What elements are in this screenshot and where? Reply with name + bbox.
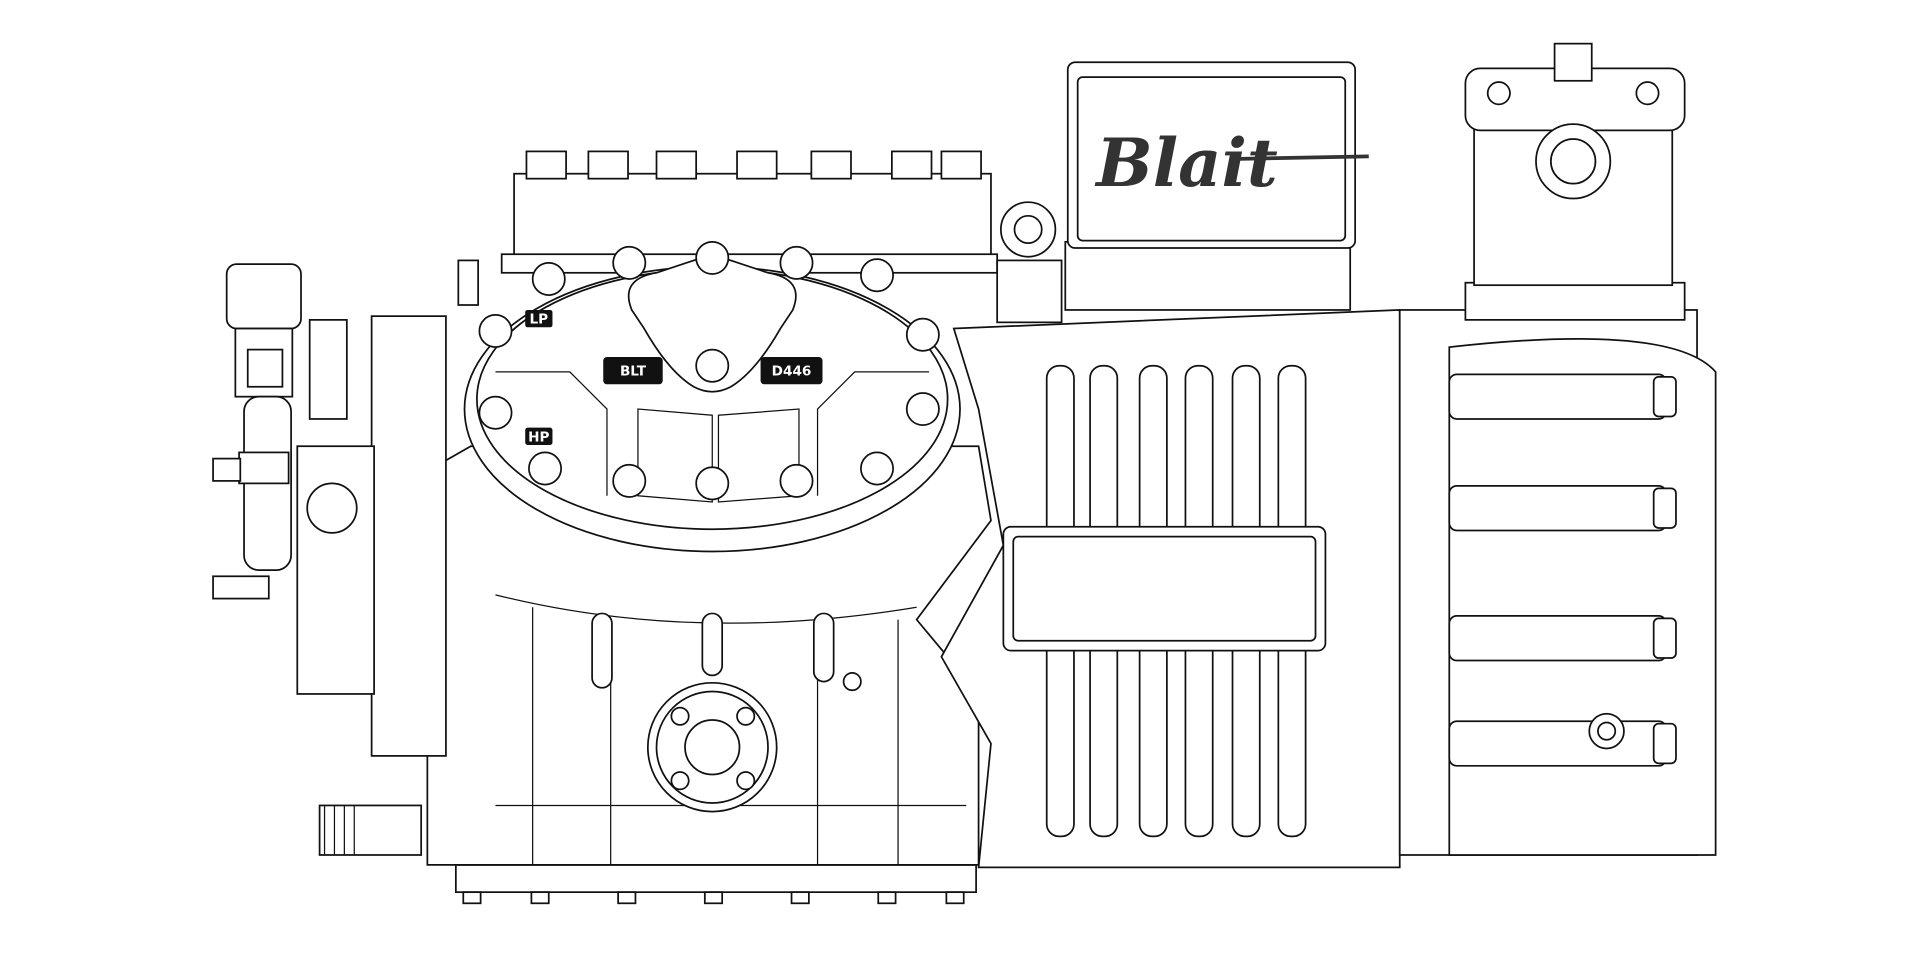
head-bolt (695, 240, 730, 275)
plate-d446-text: D446 (772, 364, 812, 380)
plate-blt: BLT (603, 357, 663, 385)
head-bolt (779, 245, 814, 280)
crankcase (426, 445, 992, 866)
label-lp-text: LP (530, 312, 549, 328)
end-cover-bolt (1652, 375, 1677, 418)
head-bolt (528, 451, 563, 486)
base-bolt (945, 891, 965, 905)
top-bolt (891, 150, 933, 180)
top-bolt (525, 150, 567, 180)
top-bolt (736, 150, 778, 180)
head-bolt (779, 463, 814, 498)
head-bolt (905, 317, 940, 352)
head-bolt (695, 348, 730, 383)
plate-d446: D446 (760, 357, 823, 385)
top-bolt (587, 150, 629, 180)
end-cover-rib (1448, 373, 1667, 420)
head-bolt (905, 392, 940, 427)
base-bolt (790, 891, 810, 905)
plate-blt-text: BLT (620, 364, 647, 380)
head-bolt (531, 262, 566, 296)
label-hp-text: HP (528, 429, 549, 445)
oil-sight-glass (646, 681, 778, 813)
top-bolt (655, 150, 698, 180)
head-bolt (612, 245, 647, 280)
end-cover-bolt (1652, 487, 1677, 529)
top-bolt (810, 150, 852, 180)
base-bolt (877, 891, 897, 905)
top-bolt (940, 150, 982, 180)
end-cover-bolt (1652, 722, 1677, 765)
head-bolt (478, 314, 513, 348)
cylinder-head: BLT D446 LP HP (463, 240, 961, 553)
label-hp: HP (525, 427, 553, 445)
terminal-box: Blait (1066, 61, 1369, 249)
base-bolt (617, 891, 637, 905)
end-cover (1398, 309, 1717, 856)
end-cover-bolt (1652, 617, 1677, 659)
brand-logo: Blait (1094, 123, 1278, 202)
valve-plate-top (500, 150, 999, 274)
head-bolt (695, 466, 730, 501)
head-bolt (860, 451, 894, 486)
base-bolt (703, 891, 724, 905)
head-bolt (612, 463, 647, 498)
head-bolt (860, 258, 894, 293)
head-bolt (478, 395, 513, 430)
base-bolt (462, 891, 482, 905)
base-rail (454, 864, 977, 905)
suction-service-valve (212, 259, 480, 856)
end-cover-rib (1448, 615, 1667, 662)
label-lp: LP (525, 309, 553, 328)
motor-housing (940, 240, 1401, 869)
lifting-eye-bolt (996, 201, 1063, 324)
end-cover-rib (1448, 720, 1667, 767)
end-cover-rib (1448, 484, 1667, 532)
discharge-service-valve (1464, 42, 1686, 321)
base-bolt (530, 891, 550, 905)
